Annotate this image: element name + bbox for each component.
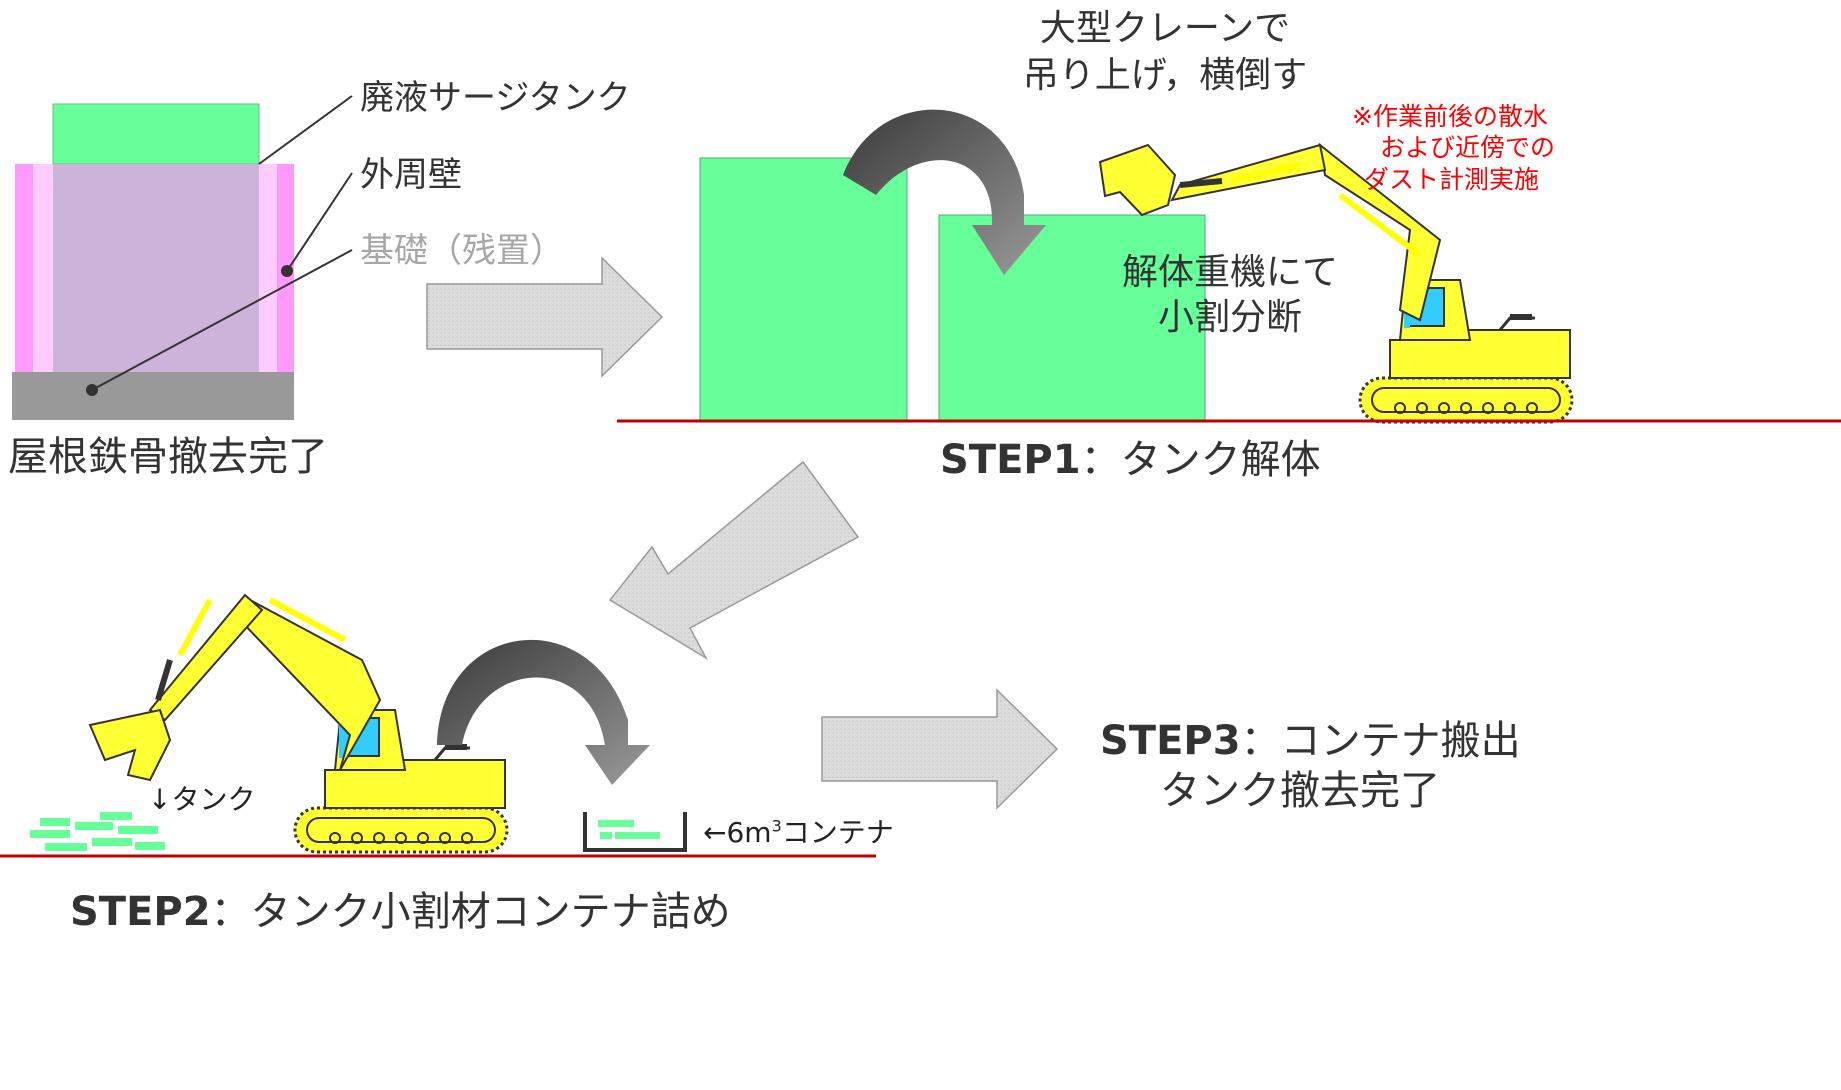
- tank-top: [52, 103, 260, 165]
- step1-desc: ：タンク解体: [1080, 437, 1321, 483]
- step3-title: STEP3: [1100, 718, 1241, 764]
- step3-caption: STEP3：コンテナ搬出 タンク撤去完了: [1100, 716, 1521, 816]
- tank-inner: [53, 164, 259, 372]
- outer-wall-label: 外周壁: [360, 155, 462, 195]
- crane-instruction: 大型クレーンで 吊り上げ，横倒す: [1000, 6, 1330, 100]
- note-line-2: および近傍での: [1380, 133, 1556, 163]
- arrow-to-step1: [426, 256, 664, 378]
- step2-title: STEP2: [70, 889, 211, 935]
- step1-title: STEP1: [940, 437, 1081, 483]
- container-prefix: ←6m: [703, 816, 772, 849]
- foundation-label: 基礎（残置）: [360, 231, 564, 271]
- step3-line-2: タンク撤去完了: [1160, 768, 1440, 814]
- tank-debris: [30, 812, 165, 851]
- excavator-step1: [1358, 278, 1574, 424]
- container-suffix: コンテナ: [781, 816, 894, 849]
- dust-note: ※作業前後の散水 および近傍での ダスト計測実施: [1352, 101, 1556, 195]
- step2-desc: ：タンク小割材コンテナ詰め: [210, 889, 731, 935]
- tank-standing: [699, 157, 908, 421]
- step1-caption: STEP1：タンク解体: [940, 436, 1321, 484]
- machine-line-2: 小割分断: [1157, 297, 1302, 338]
- note-line-3: ダスト計測実施: [1364, 164, 1540, 194]
- excavator-step2: [293, 708, 509, 854]
- note-line-1: ※作業前後の散水: [1352, 102, 1548, 131]
- container-label: ←6m3コンテナ: [703, 816, 894, 850]
- step2-caption: STEP2：タンク小割材コンテナ詰め: [70, 888, 731, 936]
- step2-scene: [30, 593, 687, 854]
- initial-state-caption: 屋根鉄骨撤去完了: [8, 434, 328, 480]
- arrow-to-step3: [821, 688, 1059, 810]
- step3-line-1: STEP3：コンテナ搬出: [1100, 716, 1521, 766]
- machine-line-1: 解体重機にて: [1121, 252, 1338, 293]
- arrow-to-step2: [608, 460, 860, 661]
- container-sup: 3: [771, 816, 782, 836]
- tank-pointer-label: ↓タンク: [148, 783, 256, 816]
- crane-curve-arrow: [843, 109, 1046, 276]
- step3-desc: ：コンテナ搬出: [1240, 718, 1521, 764]
- machine-instruction: 解体重機にて 小割分断: [1110, 250, 1350, 340]
- initial-structure: [12, 95, 353, 420]
- crane-line-2: 吊り上げ，横倒す: [1022, 54, 1308, 96]
- step1-scene: [699, 109, 1574, 424]
- foundation-block: [12, 372, 294, 420]
- container: [583, 812, 687, 852]
- tank-label: 廃液サージタンク: [360, 78, 631, 118]
- crane-line-1: 大型クレーンで: [1039, 8, 1291, 49]
- tank-fallen: [938, 214, 1206, 421]
- load-curve-arrow: [437, 639, 650, 785]
